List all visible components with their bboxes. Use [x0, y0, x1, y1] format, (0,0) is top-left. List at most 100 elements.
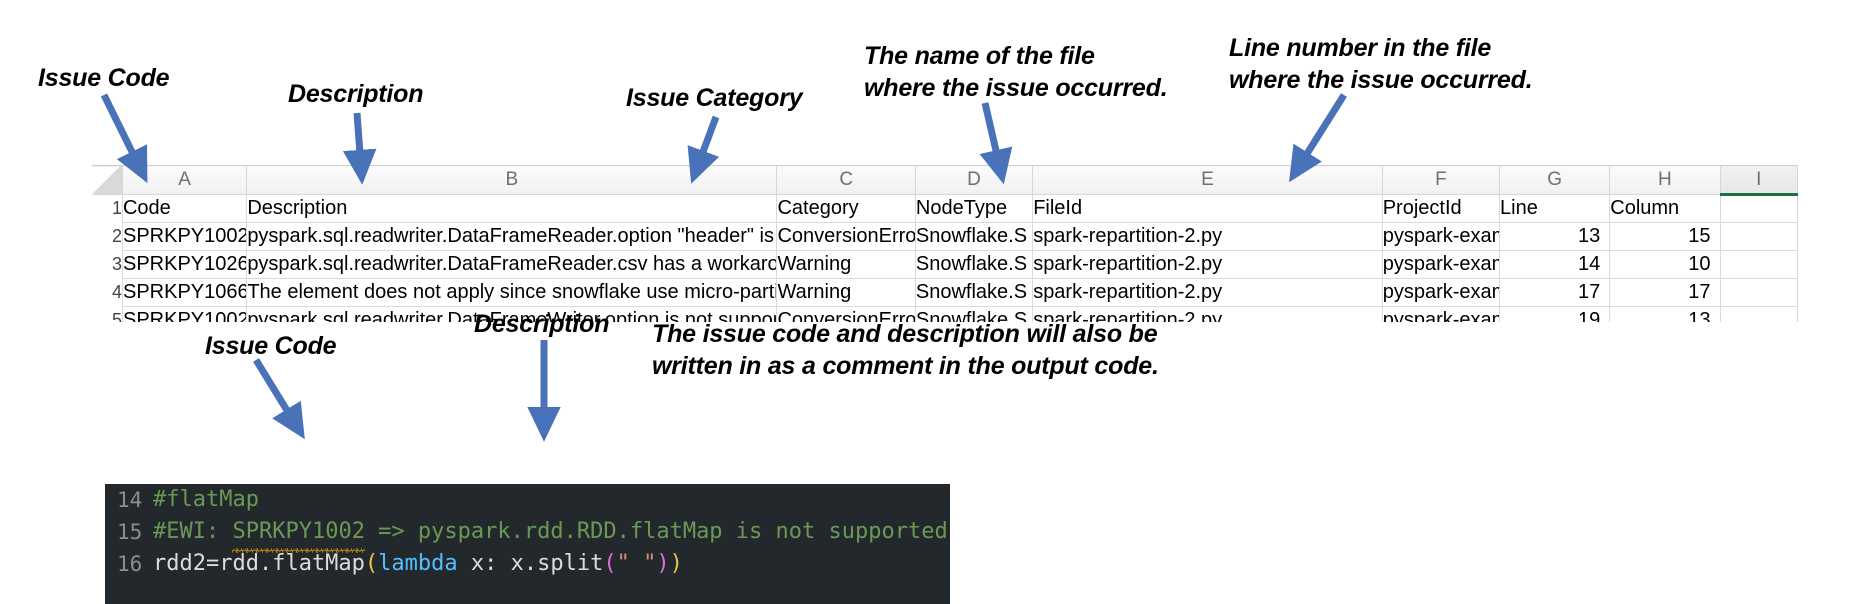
- code-line-15: 15 #EWI: SPRKPY1002 => pyspark.rdd.RDD.f…: [105, 516, 950, 553]
- issues-spreadsheet[interactable]: A B C D E F G H I 1 Code Description Cat…: [92, 165, 1799, 335]
- cell-text: NodeType: [915, 197, 1008, 219]
- cell-text: ProjectId: [1382, 197, 1462, 219]
- annotation-issue-code-top: Issue Code: [38, 64, 170, 92]
- cell-c1[interactable]: Category: [776, 194, 916, 223]
- cell-d2[interactable]: Snowflake.S: [914, 222, 1034, 251]
- cell-text: pyspark-exam: [1382, 225, 1500, 247]
- cell-text: spark-repartition-2.py: [1033, 253, 1223, 275]
- cell-f2[interactable]: pyspark-exam: [1381, 222, 1501, 251]
- cell-e1[interactable]: FileId: [1032, 194, 1383, 223]
- cell-b3[interactable]: pyspark.sql.readwriter.DataFrameReader.c…: [246, 250, 778, 279]
- code-editor[interactable]: 14 #flatMap 15 #EWI: SPRKPY1002 => pyspa…: [105, 484, 950, 604]
- table-row-header[interactable]: 1 Code Description Category NodeType Fil…: [92, 194, 1799, 223]
- row-header-3[interactable]: 3: [92, 250, 123, 279]
- cell-f1[interactable]: ProjectId: [1381, 194, 1501, 223]
- column-header-d[interactable]: D: [914, 165, 1034, 195]
- annotation-description-top: Description: [288, 80, 424, 108]
- cell-text: Line: [1500, 197, 1538, 219]
- cell-d3[interactable]: Snowflake.S: [914, 250, 1034, 279]
- cell-h2[interactable]: 15: [1609, 222, 1721, 251]
- cell-text: Snowflake.S: [915, 225, 1028, 247]
- annotation-file-name: The name of the file where the issue occ…: [864, 42, 1168, 102]
- code-token-paren-open: (: [364, 551, 379, 576]
- cell-a4[interactable]: SPRKPY1066: [121, 278, 248, 307]
- cell-i1[interactable]: [1719, 194, 1799, 223]
- annotation-comment-note: The issue code and description will also…: [652, 320, 1159, 380]
- cell-text: Warning: [777, 253, 852, 275]
- cell-b4[interactable]: The element does not apply since snowfla…: [246, 278, 778, 307]
- table-row[interactable]: 3 SPRKPY1026 pyspark.sql.readwriter.Data…: [92, 250, 1799, 279]
- cell-text: pyspark-exam: [1382, 253, 1500, 275]
- cell-a3[interactable]: SPRKPY1026: [121, 250, 248, 279]
- cell-i3[interactable]: [1719, 250, 1799, 279]
- cell-text: Description: [247, 197, 348, 219]
- column-header-g[interactable]: G: [1499, 165, 1611, 195]
- cell-b1[interactable]: Description: [246, 194, 778, 223]
- cell-d1[interactable]: NodeType: [914, 194, 1034, 223]
- cell-h4[interactable]: 17: [1609, 278, 1721, 307]
- row-header-2[interactable]: 2: [92, 222, 123, 251]
- annotation-issue-code-bottom: Issue Code: [205, 332, 337, 360]
- column-header-b[interactable]: B: [246, 165, 778, 195]
- cell-g2[interactable]: 13: [1499, 222, 1611, 251]
- code-token-lambda: lambda: [378, 551, 458, 576]
- code-token-paren-close: ): [669, 551, 683, 576]
- line-number: 14: [117, 488, 143, 512]
- cell-text: Warning: [777, 281, 852, 303]
- column-header-c[interactable]: C: [776, 165, 916, 195]
- cell-h3[interactable]: 10: [1609, 250, 1721, 279]
- code-token-string: " ": [616, 551, 657, 576]
- cell-text: Code: [122, 197, 171, 219]
- cell-d4[interactable]: Snowflake.S: [914, 278, 1034, 307]
- cell-c3[interactable]: Warning: [776, 250, 916, 279]
- cell-f4[interactable]: pyspark-exam: [1381, 278, 1501, 307]
- table-row[interactable]: 4 SPRKPY1066 The element does not apply …: [92, 278, 1799, 307]
- code-comment-description: => pyspark.rdd.RDD.flatMap is not suppor…: [364, 519, 948, 544]
- column-header-a[interactable]: A: [121, 165, 248, 195]
- column-header-i[interactable]: I: [1719, 165, 1799, 196]
- code-line-16: 16 rdd2=rdd.flatMap(lambda x: x.split(" …: [105, 548, 950, 580]
- cell-text: The element does not apply since snowfla…: [247, 281, 777, 303]
- cell-text: Category: [777, 197, 859, 219]
- cell-g3[interactable]: 14: [1499, 250, 1611, 279]
- cell-g1[interactable]: Line: [1499, 194, 1611, 223]
- cell-text: pyspark-exam: [1382, 281, 1500, 303]
- cell-h1[interactable]: Column: [1609, 194, 1721, 223]
- column-header-row: A B C D E F G H I: [92, 165, 1799, 196]
- cell-e4[interactable]: spark-repartition-2.py: [1032, 278, 1383, 307]
- cell-f3[interactable]: pyspark-exam: [1381, 250, 1501, 279]
- cell-i2[interactable]: [1719, 222, 1799, 251]
- cell-text: Snowflake.S: [915, 281, 1028, 303]
- column-header-h[interactable]: H: [1609, 165, 1721, 195]
- row-header-4[interactable]: 4: [92, 278, 123, 307]
- issue-code-token[interactable]: SPRKPY1002: [232, 516, 366, 553]
- annotation-line-number: Line number in the file where the issue …: [1229, 34, 1533, 94]
- column-header-f[interactable]: F: [1381, 165, 1501, 195]
- code-line-14: 14 #flatMap: [105, 484, 950, 516]
- table-row[interactable]: 2 SPRKPY1002 pyspark.sql.readwriter.Data…: [92, 222, 1799, 251]
- column-header-e[interactable]: E: [1032, 165, 1383, 195]
- cell-a2[interactable]: SPRKPY1002: [121, 222, 248, 251]
- arrow-issue-code-top: [100, 93, 148, 184]
- cell-e2[interactable]: spark-repartition-2.py: [1032, 222, 1383, 251]
- arrow-file-name: [979, 102, 1013, 185]
- code-token-args: x: x.split: [457, 551, 604, 576]
- cell-text: Snowflake.S: [915, 253, 1028, 275]
- cell-b2[interactable]: pyspark.sql.readwriter.DataFrameReader.o…: [246, 222, 778, 251]
- cell-e3[interactable]: spark-repartition-2.py: [1032, 250, 1383, 279]
- cell-a1[interactable]: Code: [121, 194, 248, 223]
- cell-text: spark-repartition-2.py: [1033, 225, 1223, 247]
- cell-i4[interactable]: [1719, 278, 1799, 307]
- code-token-paren-close-2: ): [656, 551, 670, 576]
- spreadsheet-bottom-clip: [0, 322, 1850, 382]
- cell-text: Column: [1610, 197, 1680, 219]
- row-header-1[interactable]: 1: [92, 194, 123, 223]
- code-comment: #flatMap: [153, 487, 259, 512]
- annotation-issue-category: Issue Category: [626, 84, 803, 112]
- cell-c2[interactable]: ConversionError: [776, 222, 916, 251]
- cell-g4[interactable]: 17: [1499, 278, 1611, 307]
- select-all-corner[interactable]: [92, 165, 123, 195]
- code-token-paren-open-2: (: [603, 551, 617, 576]
- line-number: 16: [117, 552, 143, 576]
- cell-c4[interactable]: Warning: [776, 278, 916, 307]
